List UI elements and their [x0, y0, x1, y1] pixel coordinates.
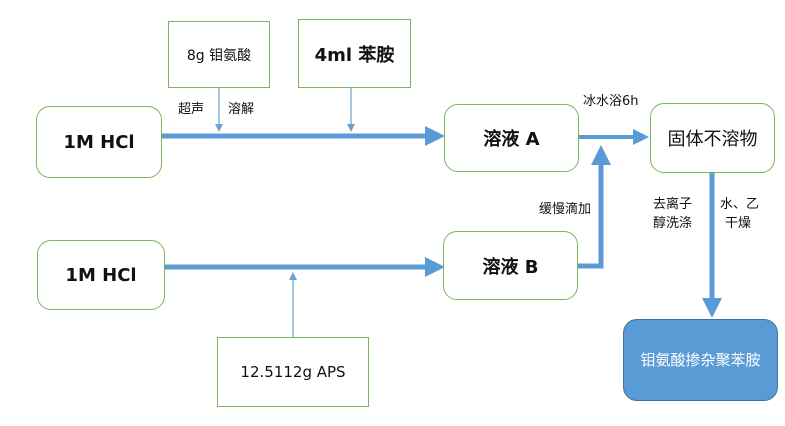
label-wash-line4: 干燥: [725, 216, 752, 231]
label-wash-line3: 水、乙: [720, 197, 760, 212]
node-aniline: 4ml 苯胺: [298, 19, 411, 88]
node-solution-a: 溶液 A: [444, 104, 579, 172]
node-solution-b: 溶液 B: [443, 231, 578, 300]
label-wash-line1: 去离子: [653, 197, 693, 212]
node-solid: 固体不溶物: [650, 103, 775, 173]
node-product: 钼氨酸掺杂聚苯胺: [623, 319, 778, 401]
node-aps: 12.5112g APS: [217, 337, 369, 407]
node-hcl-top: 1M HCl: [36, 106, 162, 178]
label-ice-bath: 冰水浴6h: [583, 94, 639, 109]
label-wash-line2: 醇洗涤: [653, 216, 693, 231]
node-mo-acid: 8g 钼氨酸: [168, 21, 270, 88]
node-hcl-bottom: 1M HCl: [37, 240, 165, 310]
arrow-solution-b-to-reaction: [578, 145, 611, 269]
label-ultrasonic: 超声: [178, 102, 205, 117]
label-slow-drip: 缓慢滴加: [539, 202, 592, 217]
label-dissolve: 溶解: [228, 102, 255, 117]
